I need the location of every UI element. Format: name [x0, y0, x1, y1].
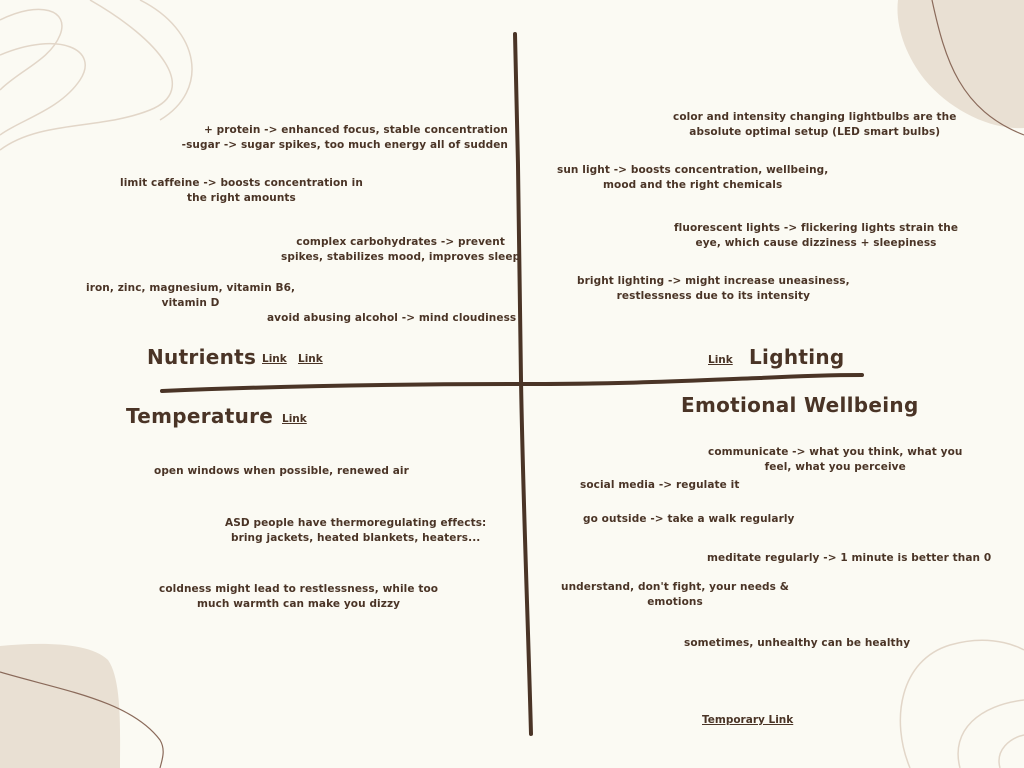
note-line: complex carbohydrates -> prevent: [296, 236, 505, 248]
blob-top-right: [897, 0, 1024, 136]
nutrients-note-caffeine: limit caffeine -> boosts concentration i…: [120, 176, 363, 206]
wellbeing-note-meditate: meditate regularly -> 1 minute is better…: [707, 551, 991, 566]
temperature-note-windows: open windows when possible, renewed air: [154, 464, 409, 479]
note-line: coldness might lead to restlessness, whi…: [159, 583, 439, 595]
note-line: eye, which cause dizziness + sleepiness: [695, 237, 937, 249]
nutrients-note-minerals: iron, zinc, magnesium, vitamin B6, vitam…: [86, 281, 295, 311]
nutrients-note-carbohydrates: complex carbohydrates -> prevent spikes,…: [281, 235, 520, 265]
blob-bottom-left: [0, 643, 164, 768]
note-line: much warmth can make you dizzy: [196, 598, 401, 610]
lighting-note-smart-bulbs: color and intensity changing lightbulbs …: [673, 110, 956, 140]
temperature-link[interactable]: Link: [282, 413, 307, 425]
note-line: open windows when possible, renewed air: [154, 465, 409, 477]
note-line: sun light -> boosts concentration, wellb…: [557, 164, 829, 176]
note-line: + protein -> enhanced focus, stable conc…: [203, 124, 508, 136]
note-line: bring jackets, heated blankets, heaters.…: [230, 532, 481, 544]
emotional-wellbeing-heading: Emotional Wellbeing: [681, 393, 919, 417]
note-line: restlessness due to its intensity: [616, 290, 811, 302]
contour-lines-bottom-right: [899, 639, 1024, 768]
nutrients-heading: Nutrients: [147, 345, 257, 369]
note-line: fluorescent lights -> flickering lights …: [674, 222, 959, 234]
note-line: -sugar -> sugar spikes, too much energy …: [181, 139, 508, 151]
note-line: meditate regularly -> 1 minute is better…: [707, 552, 992, 564]
temporary-link[interactable]: Temporary Link: [702, 714, 794, 726]
note-line: social media -> regulate it: [580, 479, 740, 491]
wellbeing-note-understand: understand, don't fight, your needs & em…: [561, 580, 789, 610]
note-line: communicate -> what you think, what you: [708, 446, 963, 458]
note-line: the right amounts: [187, 192, 296, 204]
contour-lines-top-left: [0, 0, 193, 151]
wellbeing-note-go-outside: go outside -> take a walk regularly: [583, 512, 795, 527]
note-line: emotions: [647, 596, 703, 608]
note-line: sometimes, unhealthy can be healthy: [684, 637, 911, 649]
lighting-note-bright-lighting: bright lighting -> might increase uneasi…: [577, 274, 850, 304]
wellbeing-note-social-media: social media -> regulate it: [580, 478, 739, 493]
lighting-link[interactable]: Link: [708, 354, 733, 366]
temperature-note-coldness: coldness might lead to restlessness, whi…: [159, 582, 438, 612]
note-line: spikes, stabilizes mood, improves sleep: [281, 251, 521, 263]
wellbeing-note-unhealthy: sometimes, unhealthy can be healthy: [684, 636, 910, 651]
note-line: color and intensity changing lightbulbs …: [673, 111, 957, 123]
lighting-heading: Lighting: [749, 345, 845, 369]
note-line: mood and the right chemicals: [603, 179, 783, 191]
nutrients-note-protein-sugar: + protein -> enhanced focus, stable conc…: [182, 123, 508, 153]
note-line: limit caffeine -> boosts concentration i…: [120, 177, 363, 189]
vertical-axis: [513, 32, 533, 736]
note-line: absolute optimal setup (LED smart bulbs): [689, 126, 941, 138]
note-line: ASD people have thermoregulating effects…: [225, 517, 487, 529]
note-line: go outside -> take a walk regularly: [583, 513, 795, 525]
nutrients-link-2[interactable]: Link: [298, 353, 323, 365]
lighting-note-sun-light: sun light -> boosts concentration, wellb…: [557, 163, 828, 193]
note-line: iron, zinc, magnesium, vitamin B6,: [86, 282, 296, 294]
note-line: avoid abusing alcohol -> mind cloudiness: [267, 312, 517, 324]
nutrients-link-1[interactable]: Link: [262, 353, 287, 365]
horizontal-axis: [160, 373, 864, 393]
wellbeing-note-communicate: communicate -> what you think, what you …: [708, 445, 962, 475]
note-line: vitamin D: [161, 297, 220, 309]
temperature-heading: Temperature: [126, 404, 274, 428]
nutrients-note-alcohol: avoid abusing alcohol -> mind cloudiness: [267, 311, 516, 326]
lighting-note-fluorescent: fluorescent lights -> flickering lights …: [674, 221, 958, 251]
temperature-note-asd: ASD people have thermoregulating effects…: [225, 516, 486, 546]
note-line: understand, don't fight, your needs &: [561, 581, 790, 593]
note-line: feel, what you perceive: [764, 461, 906, 473]
note-line: bright lighting -> might increase uneasi…: [577, 275, 850, 287]
